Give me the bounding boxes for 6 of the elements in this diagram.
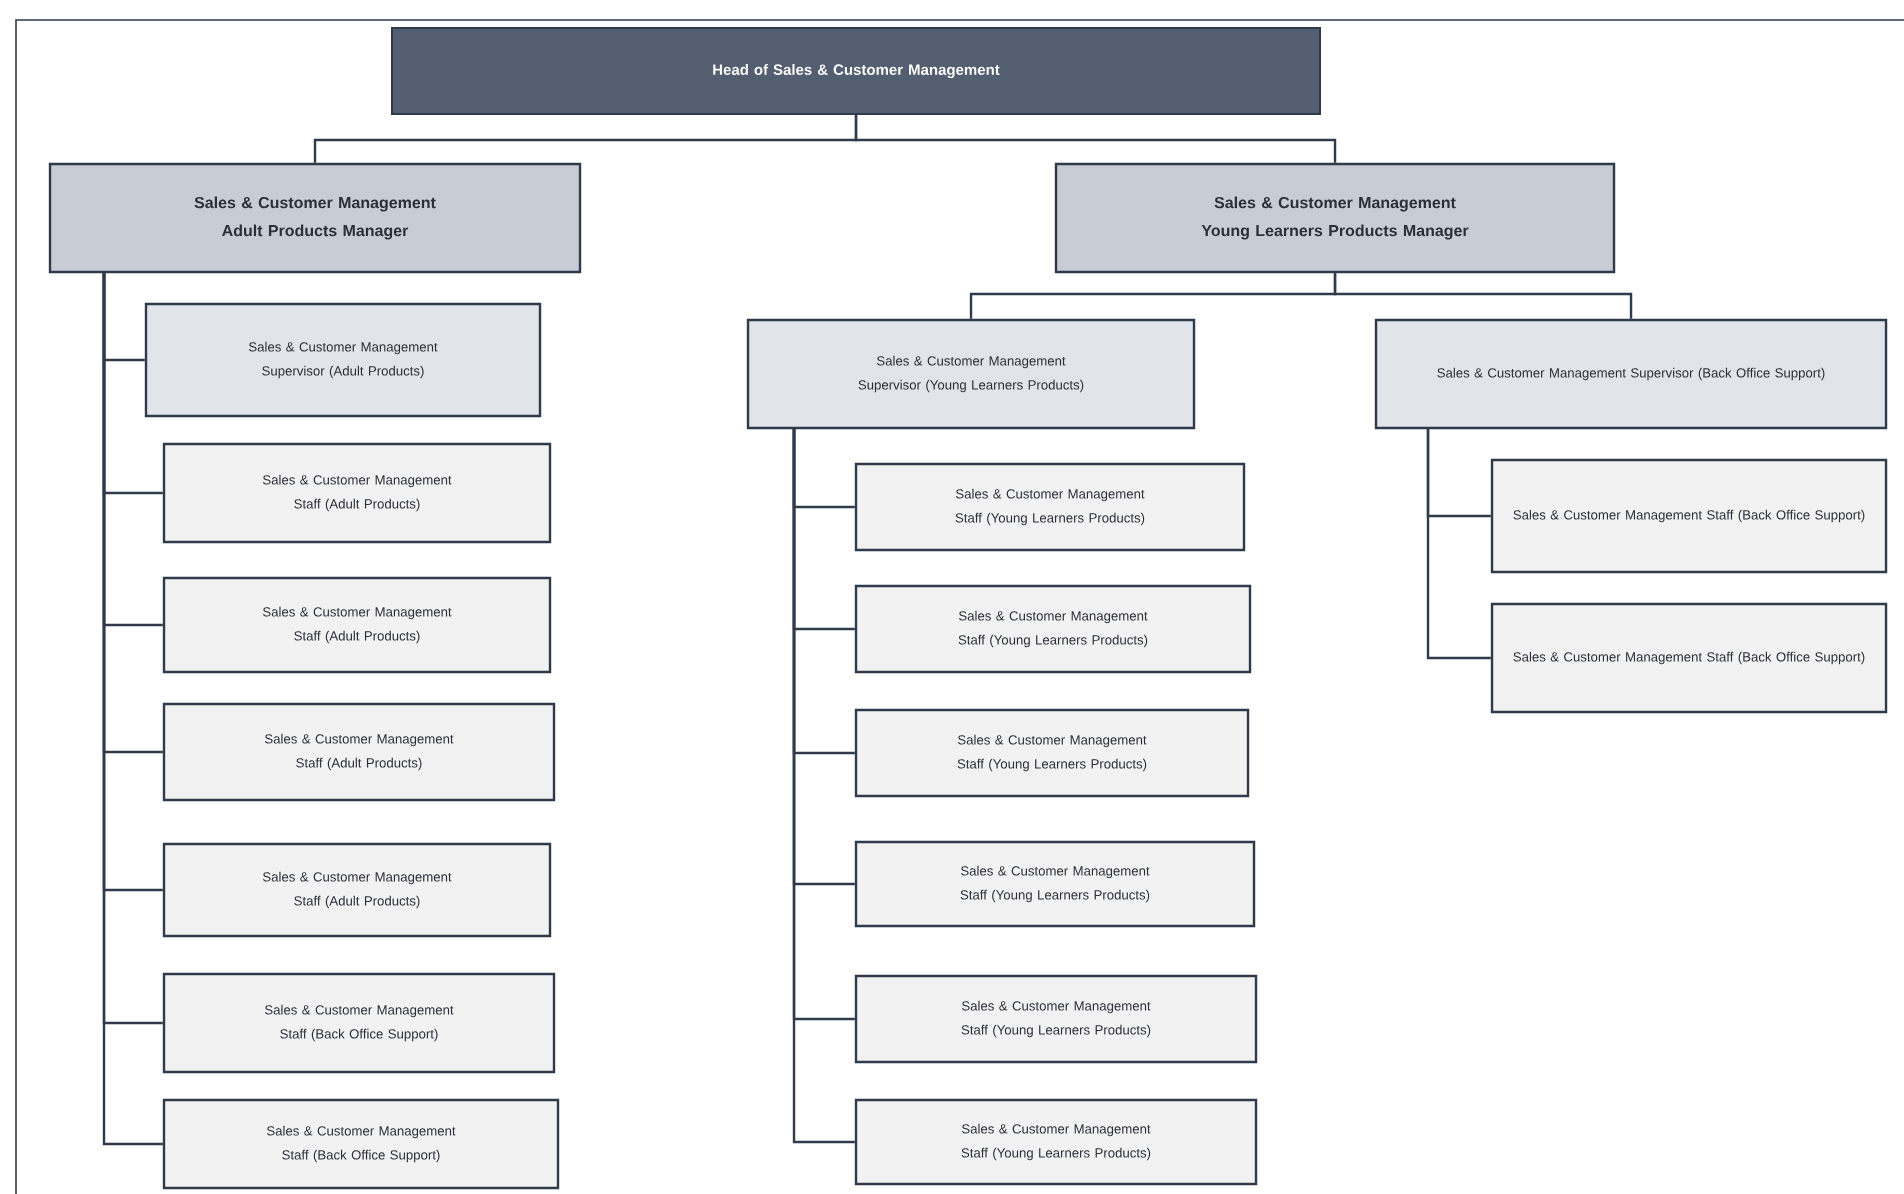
manager-box: Sales & Customer Management Young Learners Products Manager bbox=[1054, 162, 1616, 274]
connector-line bbox=[854, 115, 1337, 163]
connector-line bbox=[1333, 273, 1633, 319]
connector-line bbox=[1426, 428, 1491, 660]
manager-box: Sales & Customer Management Adult Products Manager bbox=[48, 162, 582, 274]
connector-line bbox=[792, 428, 855, 1144]
